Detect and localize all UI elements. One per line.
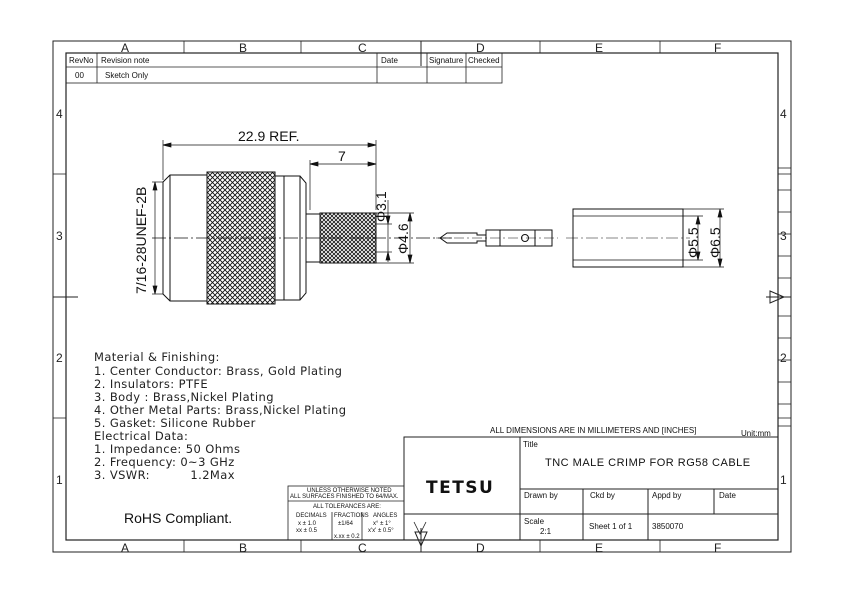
title-label: Title <box>523 440 538 449</box>
scale-value: 2:1 <box>540 527 552 536</box>
zone-col-top-d: D <box>476 41 485 55</box>
zone-row-right-1: 1 <box>780 473 787 487</box>
dim-crimp-length: 7 <box>338 148 346 164</box>
unit-label: Unit:mm <box>741 429 771 438</box>
dimension-lines <box>152 140 724 295</box>
tol-extra: x.xx ± 0.2 <box>334 534 360 540</box>
zone-col-bottom-c: C <box>358 541 367 555</box>
tol-header-decimals: DECIMALS <box>296 513 327 519</box>
connector-drawing <box>152 171 455 305</box>
tol-line1: UNLESS OTHERWISE NOTED <box>307 488 392 494</box>
revision-header-date: Date <box>381 56 398 65</box>
tol-angle-2: x'x' ± 0.5° <box>368 528 394 534</box>
zone-col-top-e: E <box>595 41 604 55</box>
dim-overall-length: 22.9 REF. <box>238 128 300 144</box>
center-pin-drawing <box>436 229 558 247</box>
title-block-grid <box>403 436 779 541</box>
zone-row-right-3: 3 <box>780 229 787 243</box>
zone-row-left-2: 2 <box>56 351 63 365</box>
dim-inner-dia: Φ3.1 <box>373 191 389 222</box>
tol-line3: ALL TOLERANCES ARE: <box>313 504 381 510</box>
rohs-note: RoHS Compliant. <box>124 510 233 526</box>
tol-header-fractions: FRACTIONS <box>334 513 369 519</box>
revision-cell-note: Sketch Only <box>105 71 149 80</box>
zone-col-top-b: B <box>239 41 248 55</box>
note-vswr: 3. VSWR: 1.2Max <box>94 468 235 482</box>
note-other-metal: 4. Other Metal Parts: Brass,Nickel Plati… <box>94 403 347 417</box>
note-center-conductor: 1. Center Conductor: Brass, Gold Plating <box>94 364 343 378</box>
zone-row-left-1: 1 <box>56 473 63 487</box>
company-logo: TETSU <box>426 478 495 498</box>
date-label: Date <box>719 491 736 500</box>
zone-col-bottom-d: D <box>476 541 485 555</box>
sheet-number: Sheet 1 of 1 <box>589 522 633 531</box>
zone-col-top-f: F <box>714 41 722 55</box>
note-insulators: 2. Insulators: PTFE <box>94 377 209 391</box>
revision-header-revno: RevNo <box>69 56 94 65</box>
tol-decimal-1: x ± 1.0 <box>298 521 316 527</box>
zone-col-top-c: C <box>358 41 367 55</box>
zone-col-bottom-f: F <box>714 541 722 555</box>
zone-col-bottom-e: E <box>595 541 604 555</box>
tol-decimal-2: xx ± 0.5 <box>296 528 317 534</box>
zone-row-left-4: 4 <box>56 107 63 121</box>
note-impedance: 1. Impedance: 50 Ohms <box>94 442 241 456</box>
ckd-by-label: Ckd by <box>590 491 615 500</box>
note-body: 3. Body : Brass,Nickel Plating <box>94 390 274 404</box>
zone-row-right-2: 2 <box>780 351 787 365</box>
zone-col-top-a: A <box>121 41 130 55</box>
scale-label: Scale <box>524 517 545 526</box>
note-frequency: 2. Frequency: 0~3 GHz <box>94 455 235 469</box>
dim-ferrule-inner: Φ5.5 <box>685 227 701 258</box>
dim-thread-spec: 7/16-28UNEF-2B <box>133 186 149 294</box>
zone-col-bottom-b: B <box>239 541 248 555</box>
revision-table-grid <box>65 52 503 84</box>
revision-header-note: Revision note <box>101 56 150 65</box>
note-material-heading: Material & Finishing: <box>94 350 220 364</box>
zone-col-bottom-a: A <box>121 541 130 555</box>
tol-angle-1: x° ± 1° <box>373 521 391 527</box>
tol-fraction-1: ±1/64 <box>338 521 353 527</box>
dim-ferrule-outer: Φ6.5 <box>707 227 723 258</box>
revision-header-checked: Checked <box>468 56 500 65</box>
drawing-title: TNC MALE CRIMP FOR RG58 CABLE <box>545 457 751 469</box>
appd-by-label: Appd by <box>652 491 682 500</box>
dims-note: ALL DIMENSIONS ARE IN MILLIMETERS AND [I… <box>490 426 697 435</box>
tol-header-angles: ANGLES <box>373 513 398 519</box>
drawing-number: 3850070 <box>652 522 684 531</box>
revision-header-signature: Signature <box>429 56 464 65</box>
dim-crimp-dia: Φ4.6 <box>395 223 411 254</box>
drawn-by-label: Drawn by <box>524 491 558 500</box>
note-electrical-heading: Electrical Data: <box>94 429 189 443</box>
zone-row-left-3: 3 <box>56 229 63 243</box>
ferrule-drawing <box>566 208 690 268</box>
note-gasket: 5. Gasket: Silicone Rubber <box>94 416 256 430</box>
tol-line2: ALL SURFACES FINISHED TO 64/MAX. <box>290 494 399 500</box>
edge-scale <box>777 167 792 427</box>
zone-row-right-4: 4 <box>780 107 787 121</box>
revision-cell-revno: 00 <box>75 71 84 80</box>
